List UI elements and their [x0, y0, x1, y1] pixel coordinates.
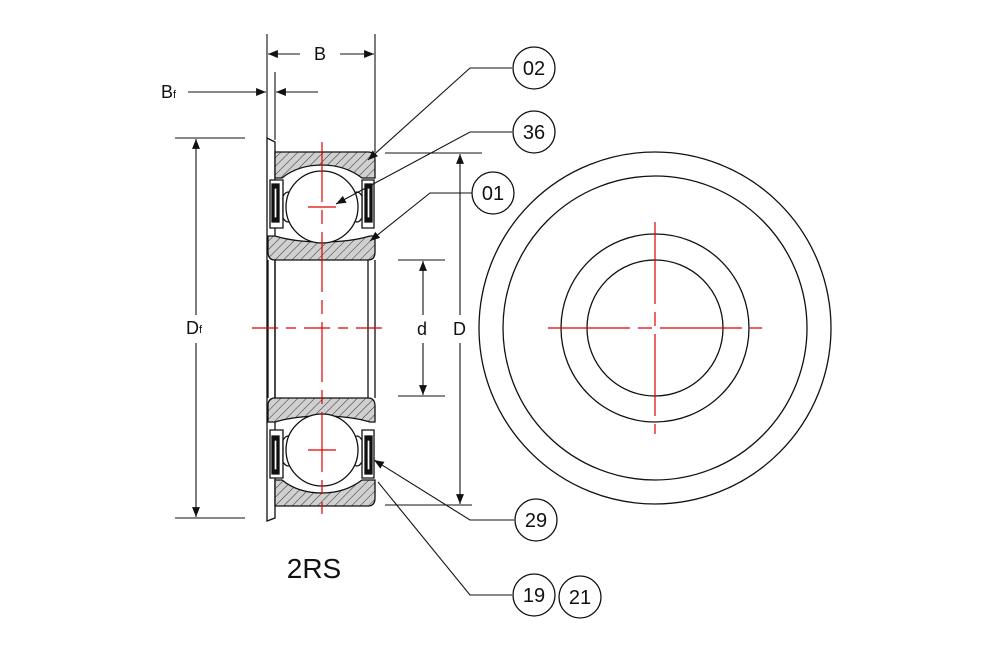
callout-leaders	[335, 67, 514, 596]
callout-21: 21	[558, 575, 602, 619]
outer-ring-bottom	[274, 479, 376, 507]
dim-label-df: D	[186, 318, 199, 338]
front-view	[478, 151, 832, 505]
svg-text:19: 19	[523, 585, 545, 607]
dimension-lines	[175, 34, 482, 519]
svg-text:36: 36	[523, 122, 545, 144]
section-view	[266, 136, 376, 522]
callout-36: 36	[512, 110, 556, 154]
dim-label-d-outer: D	[453, 319, 466, 339]
dim-label-df-sub: f	[199, 324, 203, 336]
drawing-title: 2RS	[287, 553, 341, 584]
dim-label-b: B	[314, 44, 326, 64]
callout-01: 01	[471, 171, 515, 215]
dim-label-bf: B	[161, 82, 173, 102]
flange-outline	[478, 151, 832, 505]
svg-text:01: 01	[482, 183, 504, 205]
section-centerlines	[252, 142, 388, 514]
callout-02: 02	[512, 46, 556, 90]
callout-19: 19	[512, 573, 556, 617]
outer-ring-outline	[502, 175, 808, 481]
flange	[266, 136, 276, 522]
callout-29: 29	[514, 498, 558, 542]
dim-label-d-bore: d	[417, 319, 427, 339]
dim-label-bf-sub: f	[173, 89, 177, 101]
svg-text:29: 29	[525, 510, 547, 532]
svg-text:21: 21	[569, 587, 591, 609]
svg-text:02: 02	[523, 58, 545, 80]
front-centerlines	[548, 222, 762, 434]
